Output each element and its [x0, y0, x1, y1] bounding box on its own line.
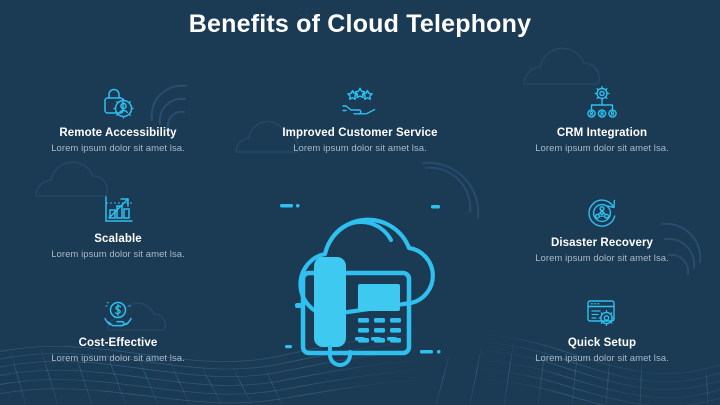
benefit-heading: CRM Integration: [556, 127, 648, 139]
benefit-item-disaster-recovery[interactable]: Disaster Recovery Lorem ipsum dolor sit …: [492, 192, 712, 264]
benefit-description: Lorem ipsum dolor sit amet lsa.: [293, 143, 427, 154]
benefit-description: Lorem ipsum dolor sit amet lsa.: [535, 353, 669, 364]
desk-phone-body: [300, 270, 412, 356]
browser-window-gear-icon: [587, 300, 615, 326]
icon-wrapper: [8, 292, 228, 332]
cloud-desk-phone-illustration: [280, 204, 441, 367]
benefit-heading: Remote Accessibility: [59, 127, 177, 139]
phone-handset: [314, 257, 346, 347]
hand-holding-money-icon: [104, 301, 132, 327]
benefit-heading: Disaster Recovery: [550, 237, 654, 249]
phone-side-port: [295, 303, 305, 308]
signal-arc: [329, 220, 393, 242]
benefit-item-scalable[interactable]: Scalable Lorem ipsum dolor sit amet lsa.: [8, 188, 228, 260]
growth-chart-arrow-icon: [105, 196, 133, 222]
benefit-item-remote-accessibility[interactable]: Remote Accessibility Lorem ipsum dolor s…: [8, 82, 228, 154]
benefit-description: Lorem ipsum dolor sit amet lsa.: [51, 143, 185, 154]
benefit-item-cost-effective[interactable]: Cost-Effective Lorem ipsum dolor sit ame…: [8, 292, 228, 364]
benefit-description: Lorem ipsum dolor sit amet lsa.: [535, 253, 669, 264]
benefit-description: Lorem ipsum dolor sit amet lsa.: [535, 143, 669, 154]
icon-wrapper: [8, 82, 228, 122]
benefit-item-improved-customer-service[interactable]: Improved Customer Service Lorem ipsum do…: [250, 82, 470, 154]
benefit-heading: Cost-Effective: [78, 337, 158, 349]
phone-screen: [358, 284, 400, 311]
icon-wrapper: [250, 82, 470, 122]
benefit-item-quick-setup[interactable]: Quick Setup Lorem ipsum dolor sit amet l…: [492, 292, 712, 364]
hand-stars-rating-icon: [342, 87, 376, 115]
benefit-heading: Quick Setup: [567, 337, 637, 349]
gear-hierarchy-icon: [587, 85, 617, 118]
benefit-item-crm-integration[interactable]: CRM Integration Lorem ipsum dolor sit am…: [492, 82, 712, 154]
benefit-heading: Improved Customer Service: [282, 127, 438, 139]
lock-user-icon: [104, 88, 134, 119]
benefit-description: Lorem ipsum dolor sit amet lsa.: [51, 249, 185, 260]
phone-keypad: [358, 318, 401, 343]
icon-wrapper: [492, 82, 712, 122]
network-recovery-cycle-icon: [588, 199, 616, 227]
icon-wrapper: [492, 192, 712, 232]
cloud-outline: [298, 217, 435, 318]
phone-cord: [328, 345, 352, 367]
icon-wrapper: [492, 292, 712, 332]
page-title: Benefits of Cloud Telephony: [188, 10, 532, 38]
benefit-heading: Scalable: [94, 233, 142, 245]
icon-wrapper: [8, 188, 228, 228]
benefit-description: Lorem ipsum dolor sit amet lsa.: [51, 353, 185, 364]
